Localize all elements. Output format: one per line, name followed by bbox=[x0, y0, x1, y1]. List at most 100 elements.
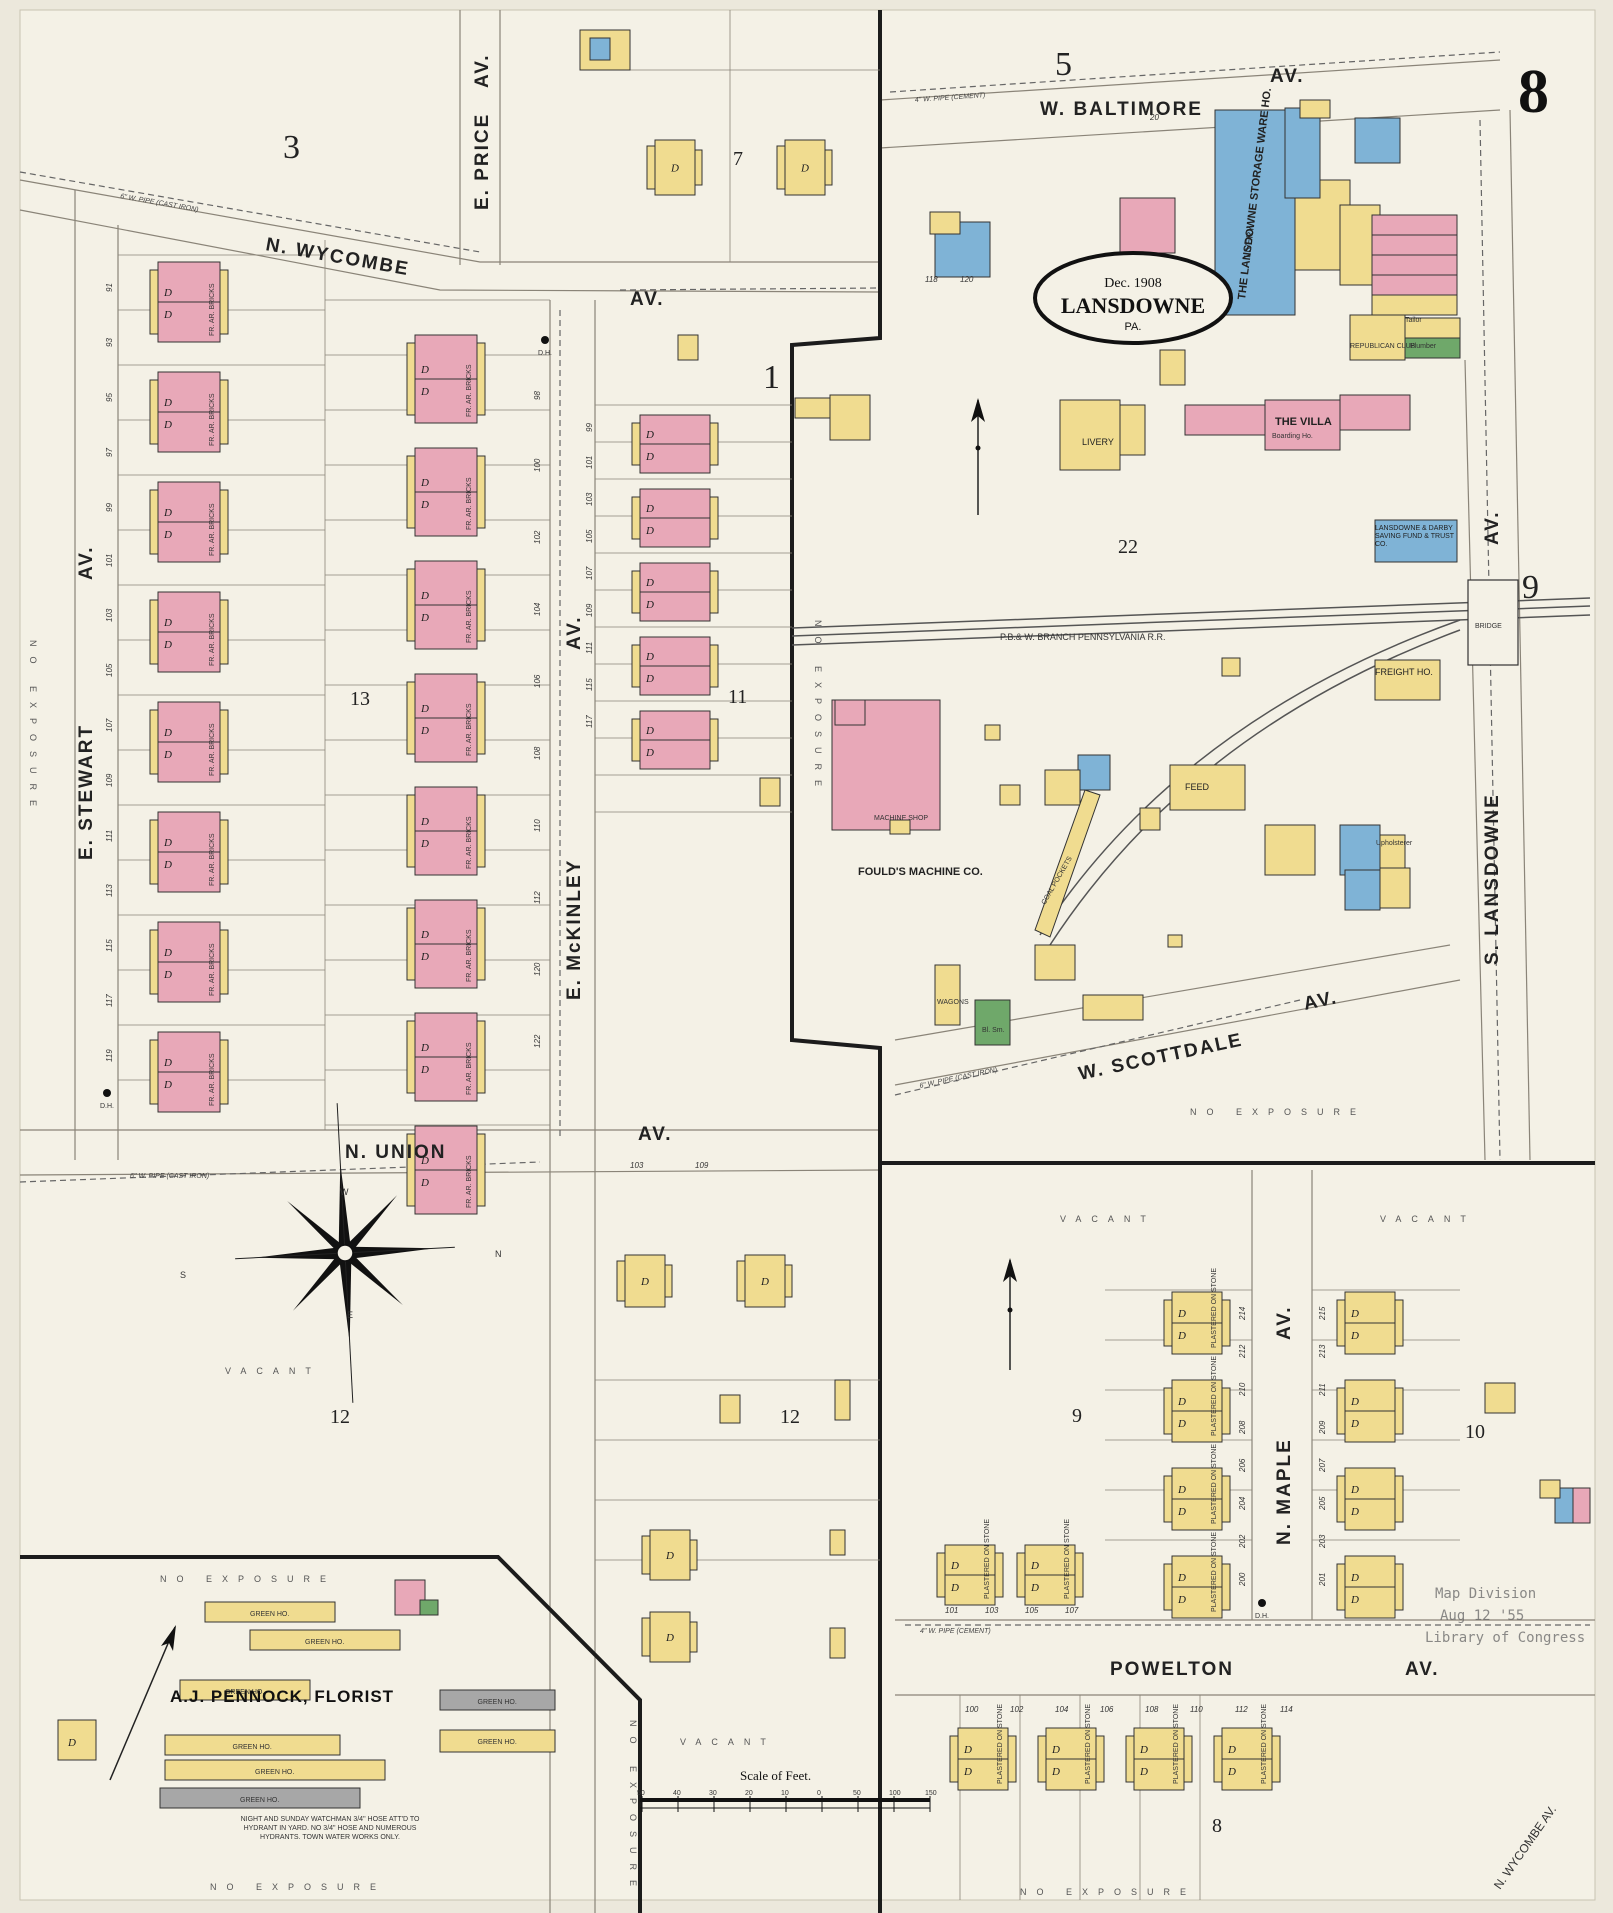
greenhouse-label-0: GREEN HO. bbox=[250, 1611, 289, 1618]
greenhouse-label-3: GREEN HO. bbox=[233, 1744, 272, 1751]
street-n-union-av: AV. bbox=[638, 1124, 673, 1145]
num-mckinley-w-110: 110 bbox=[533, 819, 542, 832]
house-mckinley-e-1-porch-e bbox=[709, 496, 719, 540]
exposure-labels: VACANT VACANT VACANT VACANT NO EXPOSURE … bbox=[28, 620, 1466, 1897]
house-mckinley-w-0-porch-e bbox=[476, 342, 486, 416]
house-mckinley-e-1-d1: D bbox=[645, 503, 654, 515]
num-union-103: 103 bbox=[630, 1161, 644, 1170]
house-mckinley-w-5-d2: D bbox=[420, 951, 429, 963]
house-maple-w-1-d1: D bbox=[1177, 1396, 1186, 1408]
no-exposure-florist-bottom: NO EXPOSURE bbox=[210, 1882, 386, 1892]
num-powelton-n-105: 105 bbox=[1025, 1606, 1039, 1615]
house-powelton-s-0-d2: D bbox=[963, 1766, 972, 1778]
num-baltimore-118: 118 bbox=[925, 275, 938, 284]
vacant-block-9: VACANT bbox=[1060, 1214, 1156, 1224]
hydrants: D.H. D.H. D.H. bbox=[100, 336, 1269, 1620]
house-block7-a-porch-w bbox=[646, 145, 656, 190]
bldg-block7-top-stone bbox=[589, 37, 611, 61]
north-arrow-lower bbox=[1003, 1258, 1017, 1370]
house-mckinley-e-3-d1: D bbox=[645, 651, 654, 663]
house-block12-d-porch-e bbox=[689, 1621, 698, 1653]
bldg-upholsterer bbox=[1339, 824, 1381, 876]
house-maple-e-0-porch-w bbox=[1336, 1299, 1346, 1347]
house-mckinley-w-0-material: FR. AR. BRICKS bbox=[466, 364, 473, 417]
house-maple-e-1-porch-e bbox=[1394, 1387, 1404, 1435]
compass-rose bbox=[235, 1103, 455, 1403]
bldg-yard-hut-1 bbox=[984, 724, 1001, 741]
house-mckinley-w-3-d1: D bbox=[420, 703, 429, 715]
no-exposure-west-edge: NO EXPOSURE bbox=[28, 640, 38, 816]
num-mckinley-e-107: 107 bbox=[585, 566, 594, 580]
bldg-yard-long bbox=[1082, 994, 1144, 1021]
house-maple-w-0-porch-w bbox=[1163, 1299, 1173, 1347]
num-mckinley-w-100: 100 bbox=[533, 458, 542, 472]
house-block9-s-0-porch-w bbox=[936, 1552, 946, 1598]
house-mckinley-w-2-d2: D bbox=[420, 612, 429, 624]
house-mckinley-w-6-material: FR. AR. BRICKS bbox=[466, 1042, 473, 1095]
bldg-block1-stable bbox=[794, 397, 831, 419]
no-exposure-foulds: NO EXPOSURE bbox=[813, 620, 823, 796]
num-mckinley-w-112: 112 bbox=[533, 891, 542, 904]
block-9: 9 bbox=[1072, 1405, 1082, 1427]
hydrant-label-2: D.H. bbox=[100, 1103, 114, 1110]
house-powelton-s-2-d2: D bbox=[1139, 1766, 1148, 1778]
bldg-block1-shed bbox=[677, 334, 699, 361]
bldg-greenhouse-3 bbox=[164, 1734, 341, 1756]
fire-note: NIGHT AND SUNDAY WATCHMAN 3/4" HOSE ATT'… bbox=[240, 1816, 420, 1841]
house-maple-w-2-d2: D bbox=[1177, 1506, 1186, 1518]
sheet-boundaries bbox=[20, 10, 1595, 1913]
house-mckinley-e-3-d2: D bbox=[645, 673, 654, 685]
num-maple-w-214: 214 bbox=[1238, 1306, 1247, 1321]
num-union-109: 109 bbox=[695, 1161, 709, 1170]
num-mckinley-e-109: 109 bbox=[585, 603, 594, 617]
stamp-line2: Aug 12 '55 bbox=[1440, 1608, 1524, 1624]
bldg-foulds-office bbox=[834, 699, 866, 726]
num-maple-e-213: 213 bbox=[1318, 1344, 1327, 1359]
house-maple-e-3-porch-e bbox=[1394, 1563, 1404, 1611]
bldg-florist-west-d: D bbox=[67, 1737, 76, 1749]
num-powelton-s-100: 100 bbox=[965, 1705, 979, 1714]
house-mckinley-w-6-d2: D bbox=[420, 1064, 429, 1076]
bldg-yard-hut-2 bbox=[999, 784, 1021, 806]
bldg-florist-west bbox=[57, 1719, 97, 1761]
num-powelton-n-101: 101 bbox=[945, 1606, 958, 1615]
house-block12-d bbox=[649, 1611, 691, 1663]
house-block9-s-1-d2: D bbox=[1030, 1582, 1039, 1594]
house-block12-c-porch-e bbox=[689, 1539, 698, 1571]
label-livery-2: LIVERY bbox=[1242, 225, 1256, 258]
house-mckinley-w-2-porch-w bbox=[406, 568, 416, 642]
num-powelton-s-102: 102 bbox=[1010, 1705, 1024, 1714]
loc-stamp: Map Division Aug 12 '55 Library of Congr… bbox=[1425, 1586, 1585, 1646]
house-mckinley-w-5-porch-w bbox=[406, 907, 416, 981]
house-powelton-s-3-material: PLASTERED ON STONE bbox=[1261, 1704, 1268, 1784]
house-stewart-5-d1: D bbox=[163, 837, 172, 849]
house-maple-w-0-porch-e bbox=[1221, 1299, 1231, 1347]
house-stewart-3-porch-w bbox=[149, 599, 159, 665]
house-mckinley-e-1-porch-w bbox=[631, 496, 641, 540]
house-mckinley-w-3-d2: D bbox=[420, 725, 429, 737]
house-block12-b bbox=[744, 1254, 786, 1308]
house-block9-s-0-d1: D bbox=[950, 1560, 959, 1572]
bldg-row-4 bbox=[1371, 274, 1458, 296]
scale-tick-label-3: 20 bbox=[745, 1790, 753, 1797]
house-stewart-6-porch-e bbox=[219, 929, 229, 995]
bldg-block12-shed-1 bbox=[834, 1379, 851, 1421]
house-block7-b-porch-w bbox=[776, 145, 786, 190]
num-mckinley-e-105: 105 bbox=[585, 529, 594, 543]
house-maple-e-3-porch-w bbox=[1336, 1563, 1346, 1611]
scale-label: Scale of Feet. bbox=[740, 1768, 811, 1783]
num-mckinley-w-106: 106 bbox=[533, 674, 542, 688]
stamp-line1: Map Division bbox=[1435, 1586, 1536, 1602]
house-stewart-5-material: FR. AR. BRICKS bbox=[209, 833, 216, 886]
compass-n: N bbox=[495, 1249, 502, 1259]
bldg-storage-wing bbox=[1284, 107, 1321, 199]
house-block12-b-d: D bbox=[760, 1276, 769, 1288]
num-powelton-s-104: 104 bbox=[1055, 1705, 1069, 1714]
house-block7-a-porch-e bbox=[694, 149, 703, 186]
title-date: Dec. 1908 bbox=[1104, 276, 1162, 291]
block-11: 11 bbox=[728, 686, 747, 708]
house-stewart-1-porch-e bbox=[219, 379, 229, 445]
num-stewart-113: 113 bbox=[105, 884, 114, 897]
pipe-label-powelton: 4" W. PIPE (CEMENT) bbox=[920, 1628, 991, 1635]
title-cartouche: Dec. 1908 LANSDOWNE PA. bbox=[1033, 251, 1233, 345]
